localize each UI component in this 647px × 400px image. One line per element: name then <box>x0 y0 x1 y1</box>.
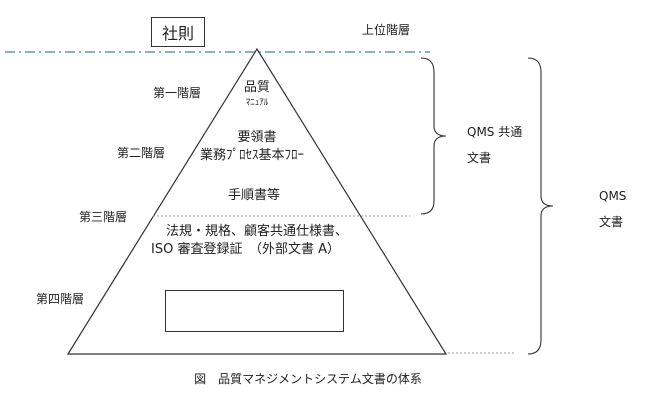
qms-common-bracket <box>420 57 447 215</box>
qms-bracket <box>527 57 554 355</box>
company-rules-box: 社則 <box>151 17 205 47</box>
upper-level-label: 上位階層 <box>362 23 411 37</box>
manual-label: ﾏﾆｭｱﾙ <box>245 98 269 108</box>
pyramid-triangle <box>66 47 448 355</box>
qms-label-line2: 文書 <box>599 215 624 229</box>
quality-label: 品質 <box>243 80 271 95</box>
level-fourth-label: 第四階層 <box>36 292 85 306</box>
procedures-label: 手順書等 <box>227 188 281 203</box>
level-second-label: 第二階層 <box>117 146 166 160</box>
qms-label-line1: QMS <box>599 189 627 203</box>
qms-common-label-line1: QMS 共通 <box>467 125 523 139</box>
process-flow-label: 業務ﾌﾟﾛｾｽ基本ﾌﾛｰ <box>199 148 305 163</box>
level-first-label: 第一階層 <box>153 86 202 100</box>
guidelines-label: 要領書 <box>237 130 277 145</box>
figure-caption: 図 品質マネジメントシステム文書の体系 <box>194 372 422 386</box>
fourth-level-empty-box <box>165 290 344 332</box>
qms-common-label-line2: 文書 <box>467 151 492 165</box>
external-docs-line1: 法規・規格、顧客共通仕様書、 <box>166 224 349 239</box>
level-third-label: 第三階層 <box>79 210 128 224</box>
company-rules-label: 社則 <box>161 24 194 43</box>
external-docs-line2: ISO 審査登録証 （外部文書 A） <box>151 242 340 257</box>
